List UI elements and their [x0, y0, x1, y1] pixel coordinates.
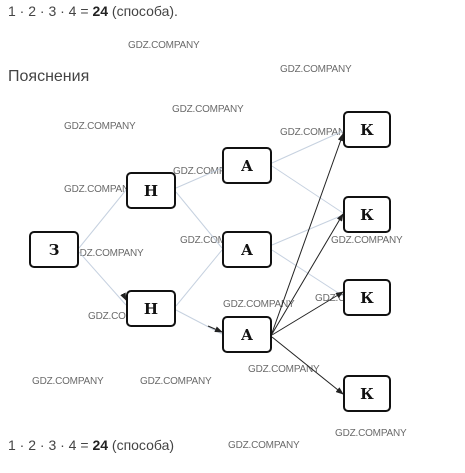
watermark: GDZ.COMPANY [32, 376, 104, 387]
formula-top-result: 24 [92, 3, 109, 19]
faint-connector [271, 214, 344, 246]
faint-connector [175, 309, 223, 335]
watermark: GDZ.COMPANY [72, 248, 144, 259]
watermark: GDZ.COMPANY [223, 299, 295, 310]
watermark: GDZ.COMPANY [331, 235, 403, 246]
arrow-to-k4 [271, 336, 344, 395]
faint-connector [271, 249, 344, 297]
watermark: GDZ.COMPANY [280, 64, 352, 75]
watermark: GDZ.COMPANY [64, 184, 136, 195]
node-a2: А [222, 231, 272, 268]
watermark: GDZ.COMPANY [140, 376, 212, 387]
faint-connector [175, 249, 223, 307]
watermark: GDZ.COMPANY [228, 440, 300, 451]
watermark: GDZ.COMPANY [173, 166, 245, 177]
watermark: GDZ.COMPANY [128, 40, 200, 51]
watermark: GDZ.COMPANY [248, 364, 320, 375]
faint-connector [78, 251, 127, 306]
arrow-to-k2 [271, 213, 344, 335]
section-title: Пояснения [8, 68, 90, 85]
node-n1: Н [126, 172, 176, 209]
node-a1: А [222, 147, 272, 184]
arrow-to-n2 [120, 292, 127, 301]
node-k1: К [343, 111, 391, 148]
faint-connector [175, 191, 223, 249]
formula-top-suffix: (способа). [108, 3, 178, 19]
formula-bottom-expr: 1 · 2 · 3 · 4 = [8, 437, 93, 453]
formula-top: 1 · 2 · 3 · 4 = 24 (способа). [8, 3, 178, 19]
faint-connector [78, 189, 127, 249]
node-z: З [29, 231, 79, 268]
formula-bottom-result: 24 [92, 437, 109, 453]
watermark: GDZ.COMPANY [172, 104, 244, 115]
faint-connector [271, 165, 344, 214]
watermark: GDZ.COMPANY [335, 428, 407, 439]
arrow-to-k1 [271, 133, 344, 334]
arrow-to-a3 [207, 325, 223, 333]
arrow-to-k3 [271, 291, 344, 336]
node-k3: К [343, 279, 391, 316]
faint-connector [175, 167, 223, 189]
node-k2: К [343, 196, 391, 233]
watermark: GDZ.COMPANY [64, 121, 136, 132]
formula-top-expr: 1 · 2 · 3 · 4 = [8, 3, 93, 19]
watermark: GDZ.COMPANY [280, 127, 352, 138]
node-n2: Н [126, 290, 176, 327]
node-a3: А [222, 316, 272, 353]
formula-bottom: 1 · 2 · 3 · 4 = 24 (способа) [8, 437, 174, 453]
node-k4: К [343, 375, 391, 412]
formula-bottom-suffix: (способа) [108, 437, 175, 453]
faint-connector [271, 130, 344, 164]
watermark: GDZ.COMPANY [88, 311, 160, 322]
